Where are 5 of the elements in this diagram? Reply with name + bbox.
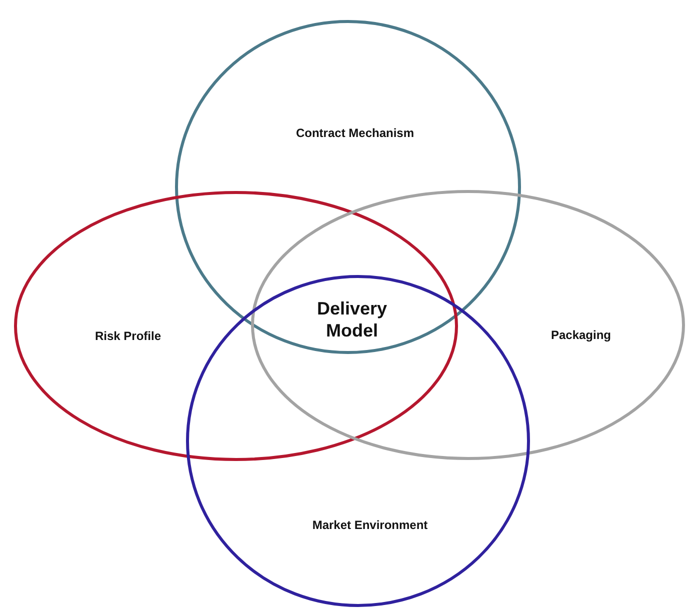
set-label: Packaging — [550, 328, 612, 342]
set-label: Market Environment — [312, 518, 428, 532]
set-label: Risk Profile — [94, 329, 162, 343]
center-label: Delivery Model — [316, 298, 388, 342]
set-label: Contract Mechanism — [296, 126, 414, 140]
